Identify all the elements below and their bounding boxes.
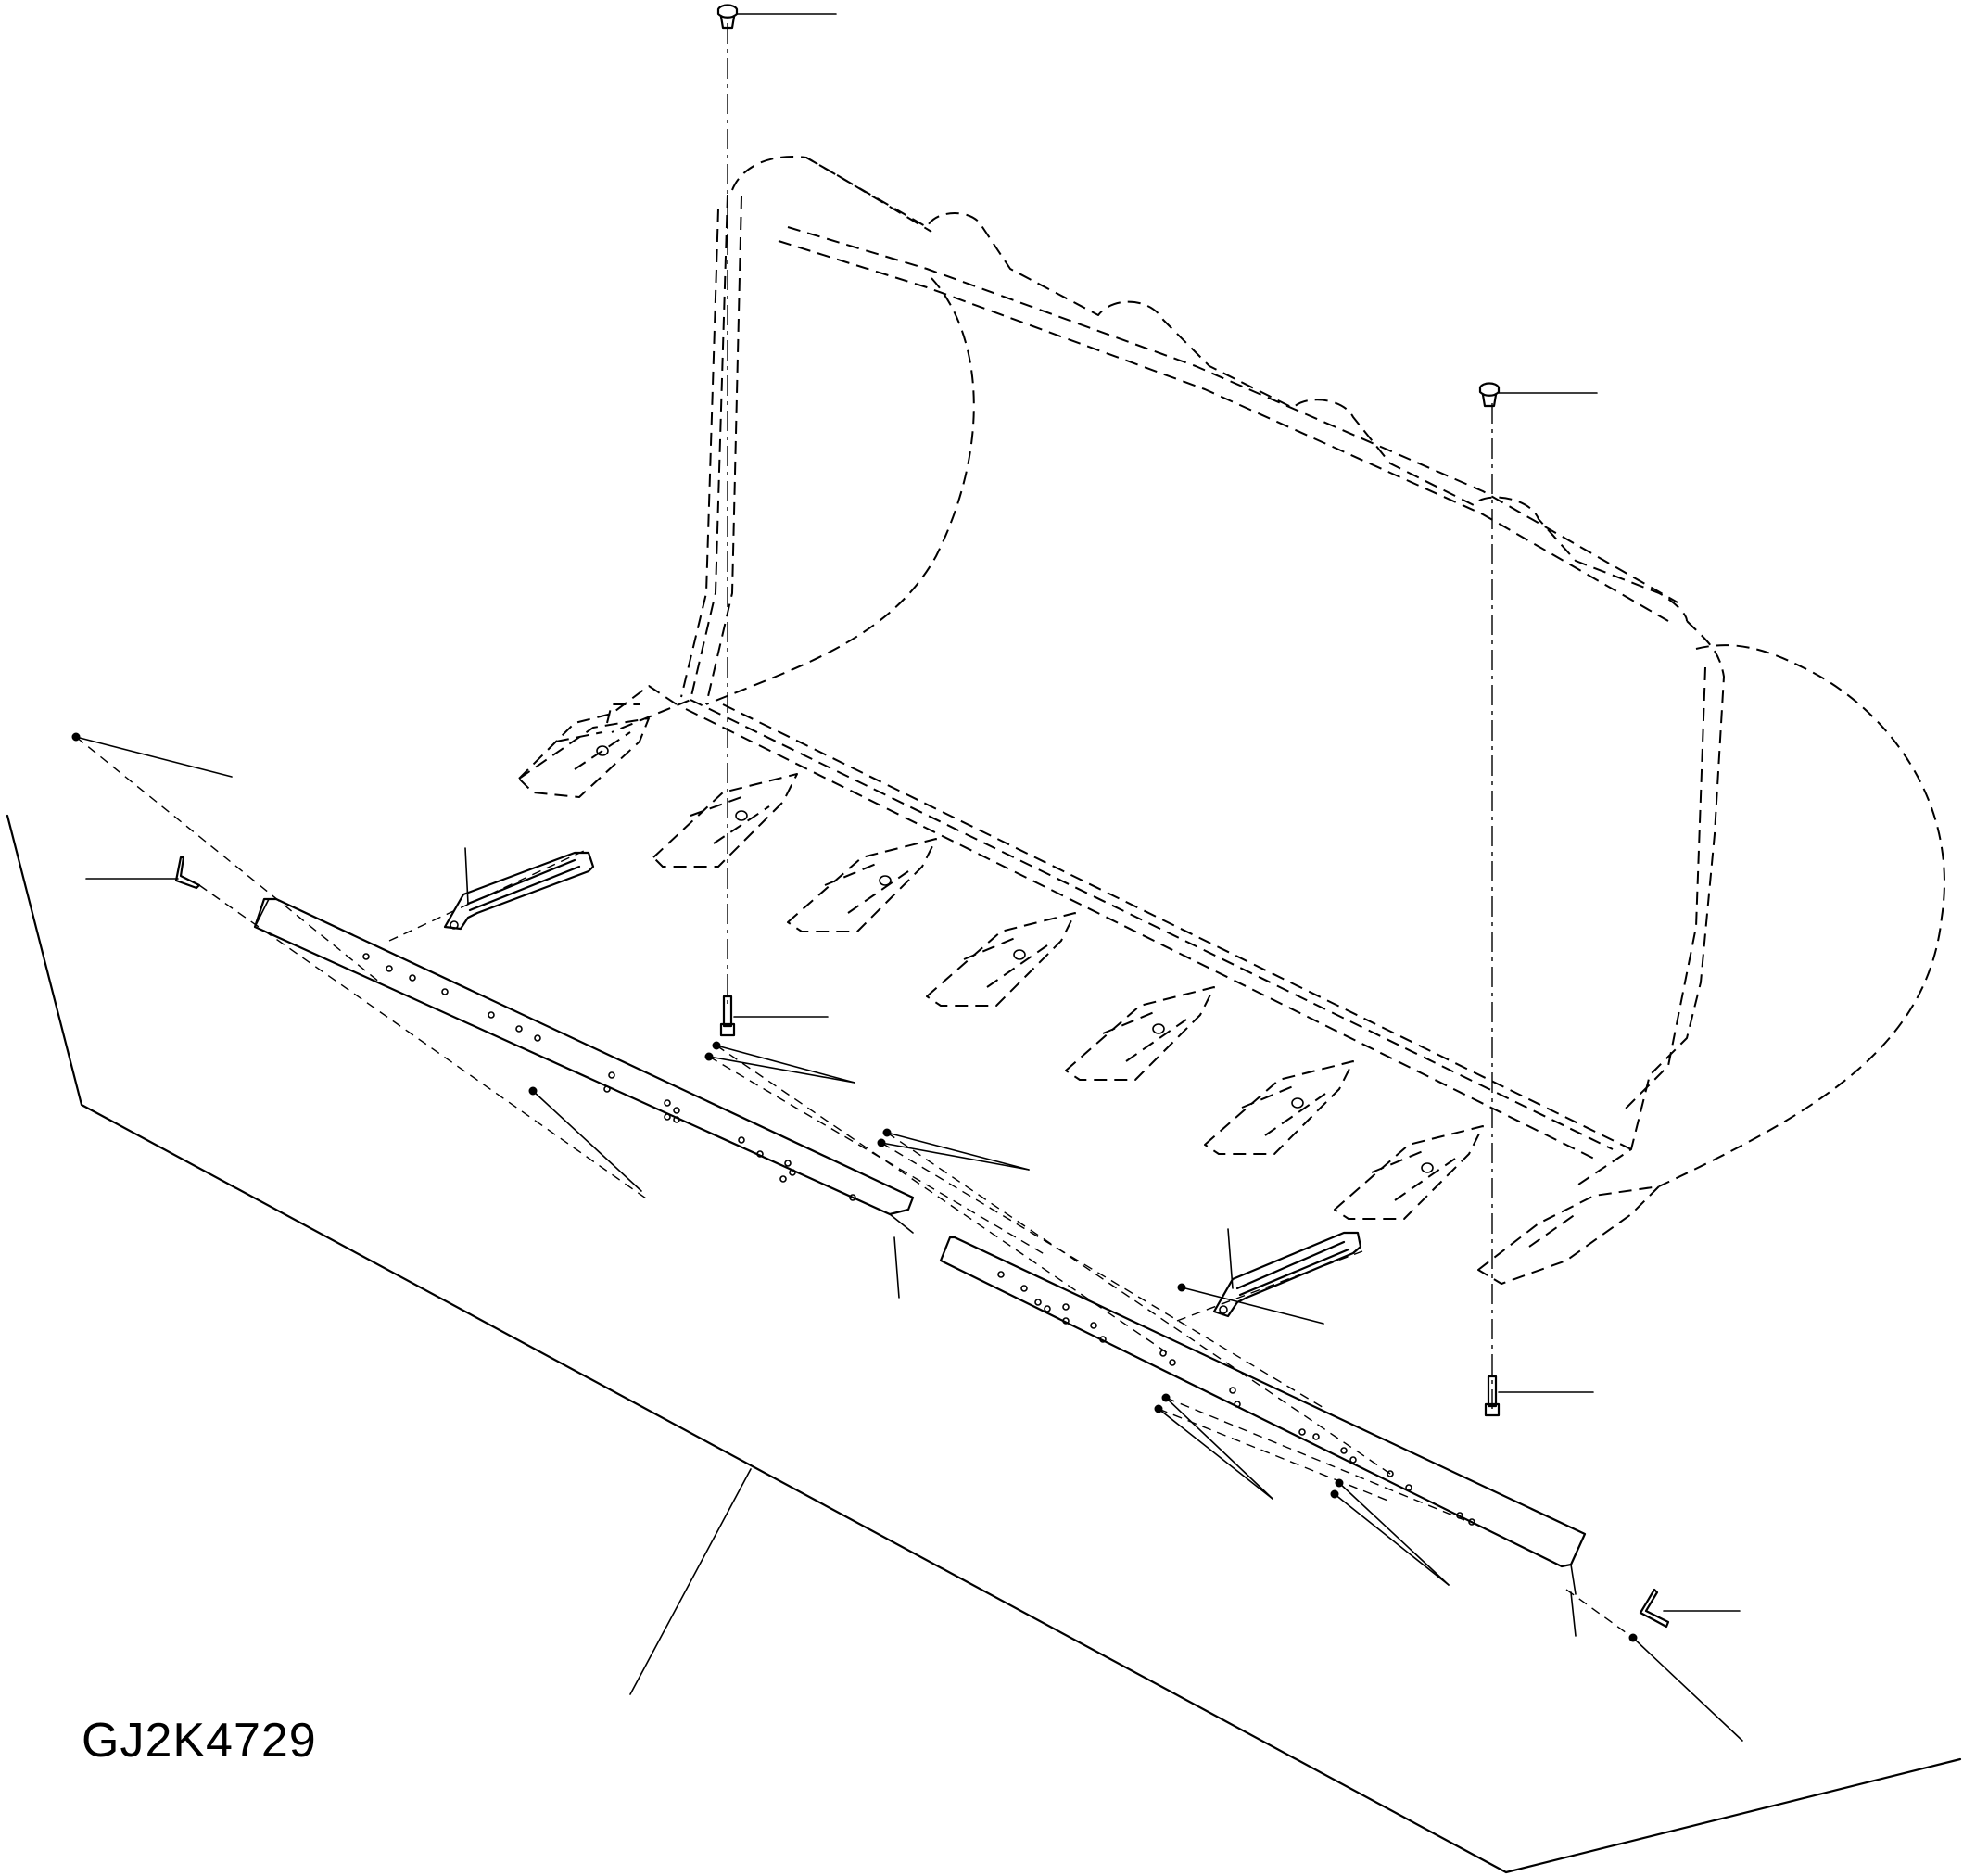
bolt-center-lines	[727, 23, 1493, 1409]
cutting-edge-left	[253, 897, 915, 1234]
cutting-edge-right-holes	[997, 1271, 1475, 1526]
wing-nut-left	[716, 4, 837, 30]
bucket-teeth-group	[518, 685, 1660, 1285]
hook-pin-right	[1639, 1588, 1741, 1629]
tooth-adapter-1	[518, 717, 650, 798]
bolt-right	[1484, 1375, 1594, 1417]
wing-nut-right	[1478, 382, 1598, 408]
leader-lines	[75, 736, 1743, 1742]
hook-pin-left	[85, 856, 201, 890]
bucket-body-phantom	[611, 156, 1945, 1187]
assembly-path-lines	[75, 736, 1634, 1639]
tooth-adapter-4	[926, 912, 1076, 1007]
tooth-adapter-7	[1334, 1125, 1484, 1220]
tooth-adapter-3	[787, 838, 937, 932]
cutting-edge-right	[939, 1236, 1587, 1595]
side-wear-plate-right	[1212, 1231, 1362, 1318]
drawing-code: GJ2K4729	[82, 1714, 317, 1768]
cutting-edge-left-holes	[362, 953, 856, 1201]
tooth-adapter-5	[1065, 986, 1215, 1081]
base-plane-outline	[6, 814, 1962, 1874]
side-wear-plate-left	[443, 851, 595, 931]
bolt-left	[719, 995, 829, 1037]
corner-tooth-right	[1477, 1185, 1660, 1285]
tooth-adapter-6	[1204, 1060, 1354, 1155]
tooth-adapter-2	[652, 773, 798, 868]
corner-tooth-left	[518, 685, 678, 780]
nut-markers	[71, 732, 1638, 1642]
